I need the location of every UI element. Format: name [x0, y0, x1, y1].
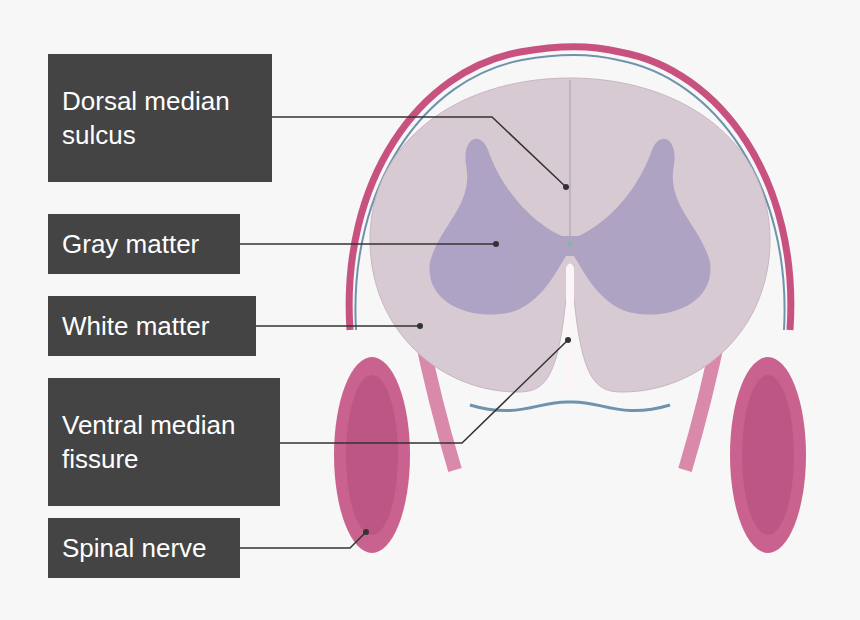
nerve-core	[346, 375, 398, 535]
label-text: Gray matter	[62, 227, 199, 261]
leader-lines	[240, 117, 568, 548]
white-matter	[370, 78, 770, 392]
spinal-nerve-left	[334, 357, 410, 553]
leader-dots	[363, 184, 571, 535]
label-box: Dorsal median sulcus	[48, 54, 272, 182]
label-box: Ventral median fissure	[48, 378, 280, 506]
label-box: Gray matter	[48, 214, 240, 274]
dorsal-septum	[569, 80, 571, 236]
label-text: White matter	[62, 309, 209, 343]
label-text: Dorsal median sulcus	[62, 84, 258, 152]
ventral-fissure	[566, 264, 574, 393]
nerve-core	[742, 375, 794, 535]
label-text: Ventral median fissure	[62, 408, 266, 476]
label-box: Spinal nerve	[48, 518, 240, 578]
label-box: White matter	[48, 296, 256, 356]
label-text: Spinal nerve	[62, 531, 207, 565]
central-canal	[567, 241, 573, 247]
spinal-nerve-right	[730, 357, 806, 553]
